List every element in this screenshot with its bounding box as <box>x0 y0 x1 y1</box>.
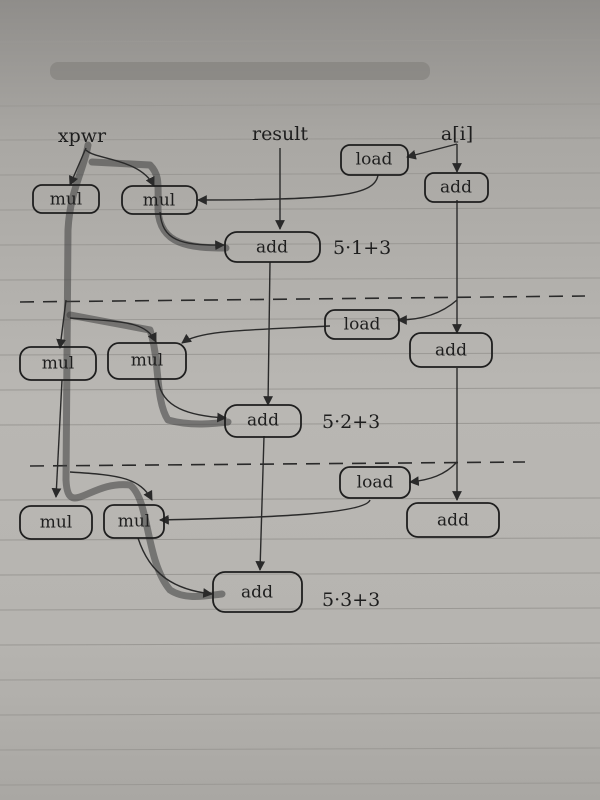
add-result-node-3: add <box>212 571 303 613</box>
a-array-label: a[i] <box>441 123 473 145</box>
formula-3: 5·3+3 <box>322 589 380 611</box>
notebook-lines <box>0 39 600 786</box>
mul-node-left-2: mul <box>19 346 97 381</box>
svg-text:mul: mul <box>50 190 83 210</box>
add-a-node-3: add <box>406 502 500 538</box>
mul-node-right-1: mul <box>121 185 198 215</box>
svg-text:add: add <box>440 178 472 198</box>
svg-text:mul: mul <box>40 513 73 533</box>
svg-text:mul: mul <box>118 512 151 532</box>
wires <box>51 143 462 598</box>
add-a-node-2: add <box>409 332 493 368</box>
iteration-separators <box>19 295 586 467</box>
xpwr-label: xpwr <box>58 125 107 147</box>
load-node-1: load <box>340 144 409 176</box>
mul-node-right-3: mul <box>103 504 165 539</box>
svg-text:mul: mul <box>131 351 164 371</box>
mul-node-left-3: mul <box>19 505 93 540</box>
add-a-node-1: add <box>424 172 489 203</box>
add-result-node-2: add <box>224 404 302 438</box>
critical-path <box>62 141 232 600</box>
svg-text:add: add <box>435 341 467 361</box>
svg-text:add: add <box>241 583 273 603</box>
mul-node-left-1: mul <box>32 184 100 214</box>
svg-text:load: load <box>357 473 394 493</box>
svg-text:mul: mul <box>143 191 176 211</box>
svg-text:mul: mul <box>42 354 75 374</box>
mul-node-right-2: mul <box>107 342 187 380</box>
svg-text:add: add <box>256 238 288 258</box>
formula-1: 5·1+3 <box>333 237 391 259</box>
load-node-2: load <box>324 309 400 340</box>
svg-text:load: load <box>344 315 381 335</box>
svg-text:load: load <box>356 150 393 170</box>
svg-text:add: add <box>437 511 469 531</box>
load-node-3: load <box>339 466 411 499</box>
formula-2: 5·2+3 <box>322 411 380 433</box>
add-result-node-1: add <box>224 231 321 263</box>
svg-text:add: add <box>247 411 279 431</box>
result-label: result <box>252 123 308 145</box>
